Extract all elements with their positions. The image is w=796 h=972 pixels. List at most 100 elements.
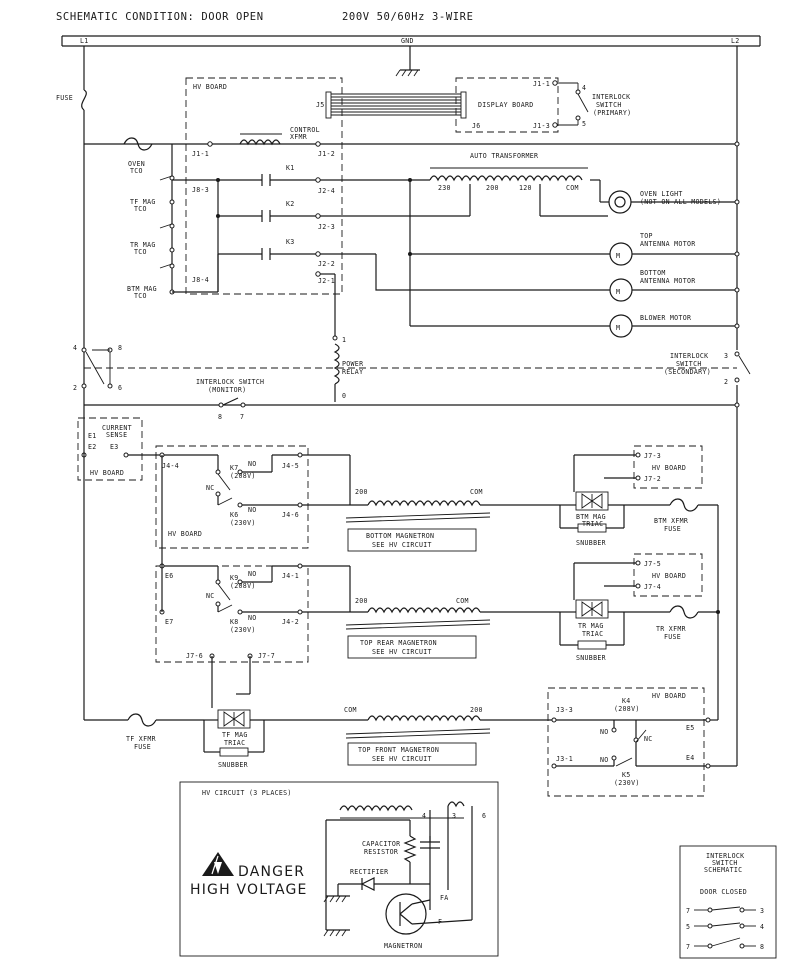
no-2: NO <box>248 506 257 514</box>
j7-5-label: J7-5 <box>644 560 661 568</box>
j7-6-label: J7-6 <box>186 652 203 660</box>
k8-v: (230V) <box>230 626 256 634</box>
btm-mag-tco-label-2: TCO <box>134 292 147 300</box>
tr-mag-triac-label-2: TRIAC <box>582 630 603 638</box>
hv-board-j75-box <box>633 553 703 597</box>
top-front-magnetron-label-1: TOP FRONT MAGNETRON <box>358 746 439 754</box>
relay-k2 <box>261 210 271 222</box>
bottom-magnetron-primary <box>367 500 481 507</box>
relay-k3 <box>261 248 271 260</box>
hv-board-j75-label: HV BOARD <box>652 572 686 580</box>
hv-board-j73-box <box>633 445 703 489</box>
tf-xfmr-fuse <box>127 713 157 727</box>
current-sense-box <box>77 417 143 481</box>
k5-label: K5 <box>622 771 631 779</box>
rectifier-diode <box>338 877 430 891</box>
hv-pin-6: 6 <box>482 812 486 820</box>
oven-light-label-1: OVEN LIGHT <box>640 190 683 198</box>
j6-label: J6 <box>472 122 481 130</box>
tr-200: 200 <box>355 597 368 605</box>
mon-pin-6: 6 <box>118 384 122 392</box>
bottom-magnetron-box <box>347 528 477 552</box>
rail-gnd: GND <box>401 37 414 45</box>
legend-pin-8: 8 <box>760 943 764 951</box>
hv-circuit-box <box>179 781 499 957</box>
interlock-secondary-switch <box>734 351 751 383</box>
e7-label: E7 <box>165 618 174 626</box>
tr-mag-triac <box>575 599 609 619</box>
btm-mag-triac-label-2: TRIAC <box>582 520 603 528</box>
hv-board-top-box <box>185 77 343 295</box>
motor-m-3: M <box>616 324 620 332</box>
oven-light-label-2: (NOT ON ALL MODELS) <box>640 198 721 206</box>
magnetron-label: MAGNETRON <box>384 942 422 950</box>
power-relay-coil <box>333 343 340 385</box>
j5-connector <box>325 91 332 119</box>
tap-120: 120 <box>519 184 532 192</box>
bottom-antenna-motor <box>609 278 633 302</box>
snubber-1-label: SNUBBER <box>576 539 606 547</box>
hv-transformer-secondary <box>339 805 413 812</box>
rail-l1: L1 <box>80 37 89 45</box>
btm-mag-tco-label-1: BTM MAG <box>127 285 157 293</box>
j6-connector <box>460 91 467 119</box>
oven-tco <box>123 137 153 151</box>
btm-mag-triac-label-1: BTM MAG <box>576 513 606 521</box>
btm-mag-triac <box>575 491 609 511</box>
schematic-condition-title: SCHEMATIC CONDITION: DOOR OPEN <box>56 11 264 23</box>
tf-mag-triac-label-2: TRIAC <box>224 739 245 747</box>
fa-label: FA <box>440 894 449 902</box>
nc-3: NC <box>644 735 653 743</box>
motor-m-2: M <box>616 288 620 296</box>
no-4: NO <box>248 614 257 622</box>
k1-label: K1 <box>286 164 295 172</box>
tap-200: 200 <box>486 184 499 192</box>
btm-mag-tco <box>159 263 173 269</box>
primary-pin-4: 4 <box>582 84 586 92</box>
auto-transformer-coil <box>429 175 583 182</box>
ribbon-cable <box>331 93 461 116</box>
hv-pin-3: 3 <box>452 812 456 820</box>
snubber-3 <box>219 747 249 757</box>
mon-pin-7: 7 <box>240 413 244 421</box>
mon-pin-2: 2 <box>73 384 77 392</box>
blower-motor <box>609 314 633 338</box>
relay-pin-1: 1 <box>342 336 346 344</box>
tf-200: 200 <box>470 706 483 714</box>
j2-1-label: J2-1 <box>318 277 335 285</box>
legend-label-2: SWITCH <box>712 859 738 867</box>
k5-v: (230V) <box>614 779 640 787</box>
power-relay-label-1: POWER <box>342 360 363 368</box>
main-fuse <box>81 89 87 111</box>
supply-title: 200V 50/60Hz 3-WIRE <box>342 11 474 23</box>
hv-circuit-label: HV CIRCUIT (3 PLACES) <box>202 789 292 797</box>
legend-pin-5: 5 <box>686 923 690 931</box>
top-motor-label-2: ANTENNA MOTOR <box>640 240 696 248</box>
mon-pin-8: 8 <box>118 344 122 352</box>
hv-board-k8k9-box <box>155 565 309 663</box>
nc-2: NC <box>206 592 215 600</box>
rail-l2: L2 <box>731 37 740 45</box>
tr-mag-triac-label-1: TR MAG <box>578 622 604 630</box>
current-sense-label-1: CURRENT <box>102 424 132 432</box>
j4-1-label: J4-1 <box>282 572 299 580</box>
j2-3-label: J2-3 <box>318 223 335 231</box>
bottom-magnetron-label-2: SEE HV CIRCUIT <box>372 541 432 549</box>
interlock-primary-label-3: (PRIMARY) <box>593 109 631 117</box>
tr-mag-tco-label-2: TCO <box>134 248 147 256</box>
j8-3-label: J8-3 <box>192 186 209 194</box>
hv-board-k6k7-box <box>155 445 309 549</box>
j4-2-label: J4-2 <box>282 618 299 626</box>
top-front-magnetron-primary <box>367 715 481 722</box>
j7-2-label: J7-2 <box>644 475 661 483</box>
tap-230: 230 <box>438 184 451 192</box>
interlock-monitor-switch <box>81 347 113 389</box>
snubber-3-label: SNUBBER <box>218 761 248 769</box>
motor-m-1: M <box>616 252 620 260</box>
hv-j1-2-label: J1-2 <box>318 150 335 158</box>
display-j1-1: J1-1 <box>533 80 550 88</box>
tf-xfmr-fuse-label-1: TF XFMR <box>126 735 156 743</box>
hv-board-mid-label: HV BOARD <box>168 530 202 538</box>
legend-pin-7b: 7 <box>686 943 690 951</box>
snubber-2-label: SNUBBER <box>576 654 606 662</box>
